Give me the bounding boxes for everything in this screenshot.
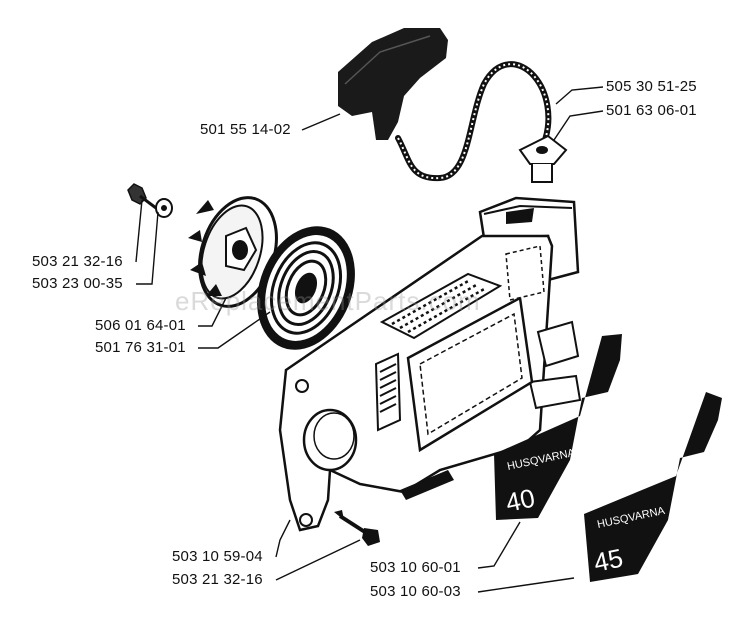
part-label-rope-guide: 501 63 06-01 bbox=[606, 102, 697, 119]
part-label-handle: 501 55 14-02 bbox=[200, 121, 291, 138]
starter-handle bbox=[338, 28, 448, 140]
part-label-housing-screw: 503 21 32-16 bbox=[172, 571, 263, 588]
decal-45: HUSQVARNA 45 bbox=[584, 392, 722, 582]
rope-guide-bushing bbox=[518, 134, 568, 183]
part-label-spring: 501 76 31-01 bbox=[95, 339, 186, 356]
decal-45-number: 45 bbox=[591, 543, 626, 578]
housing-screw bbox=[334, 510, 380, 546]
part-label-housing: 503 10 59-04 bbox=[172, 548, 263, 565]
decal-40: HUSQVARNA 40 bbox=[494, 334, 622, 520]
part-label-pulley: 506 01 64-01 bbox=[95, 317, 186, 334]
starter-pulley bbox=[188, 196, 278, 308]
starter-rope bbox=[395, 61, 552, 182]
part-label-screw-top: 503 21 32-16 bbox=[32, 253, 123, 270]
starter-housing bbox=[278, 196, 582, 532]
watermark: eReplacementParts.com bbox=[175, 286, 481, 316]
washer-and-screw bbox=[127, 183, 173, 218]
part-label-washer: 503 23 00-35 bbox=[32, 275, 123, 292]
part-label-rope: 505 30 51-25 bbox=[606, 78, 697, 95]
part-label-decal-45: 503 10 60-03 bbox=[370, 583, 461, 600]
decal-40-number: 40 bbox=[503, 483, 538, 518]
recoil-spring bbox=[257, 226, 355, 350]
part-label-decal-40: 503 10 60-01 bbox=[370, 559, 461, 576]
leader-lines bbox=[135, 86, 604, 593]
